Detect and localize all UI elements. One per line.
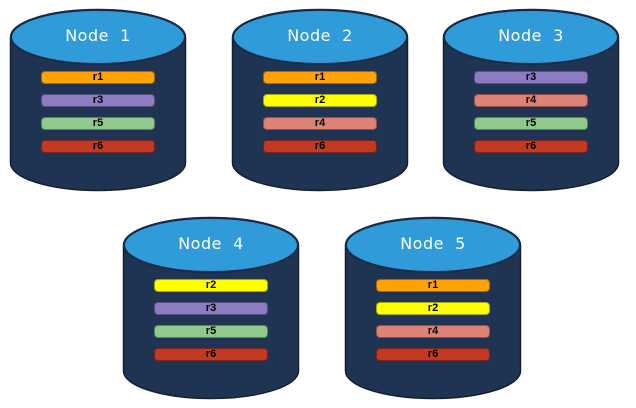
node-3: Node 3 r3 r4 r5 r6 xyxy=(442,8,620,193)
node-title: Node 4 xyxy=(178,234,244,253)
replica-bar: r2 xyxy=(376,302,490,315)
node-title: Node 2 xyxy=(287,26,353,45)
node-title: Node 1 xyxy=(65,26,131,45)
replica-list: r1 r2 r4 r6 xyxy=(344,279,522,361)
node-title: Node 3 xyxy=(498,26,564,45)
replica-bar: r6 xyxy=(154,348,268,361)
replica-list: r1 r2 r4 r6 xyxy=(231,71,409,153)
node-2: Node 2 r1 r2 r4 r6 xyxy=(231,8,409,193)
node-5: Node 5 r1 r2 r4 r6 xyxy=(344,216,522,401)
replica-bar: r1 xyxy=(376,279,490,292)
replica-bar: r2 xyxy=(154,279,268,292)
replica-bar: r1 xyxy=(263,71,377,84)
replica-bar: r6 xyxy=(41,140,155,153)
replica-bar: r6 xyxy=(376,348,490,361)
node-1: Node 1 r1 r3 r5 r6 xyxy=(9,8,187,193)
replica-bar: r5 xyxy=(154,325,268,338)
node-title: Node 5 xyxy=(400,234,466,253)
replica-list: r1 r3 r5 r6 xyxy=(9,71,187,153)
node-4: Node 4 r2 r3 r5 r6 xyxy=(122,216,300,401)
replica-bar: r3 xyxy=(41,94,155,107)
replica-bar: r1 xyxy=(41,71,155,84)
replica-bar: r5 xyxy=(474,117,588,130)
replica-list: r2 r3 r5 r6 xyxy=(122,279,300,361)
replica-bar: r4 xyxy=(474,94,588,107)
replica-bar: r2 xyxy=(263,94,377,107)
replica-bar: r3 xyxy=(474,71,588,84)
replica-bar: r5 xyxy=(41,117,155,130)
replica-bar: r4 xyxy=(376,325,490,338)
replica-bar: r4 xyxy=(263,117,377,130)
replica-bar: r6 xyxy=(474,140,588,153)
replica-bar: r3 xyxy=(154,302,268,315)
replica-list: r3 r4 r5 r6 xyxy=(442,71,620,153)
replica-bar: r6 xyxy=(263,140,377,153)
